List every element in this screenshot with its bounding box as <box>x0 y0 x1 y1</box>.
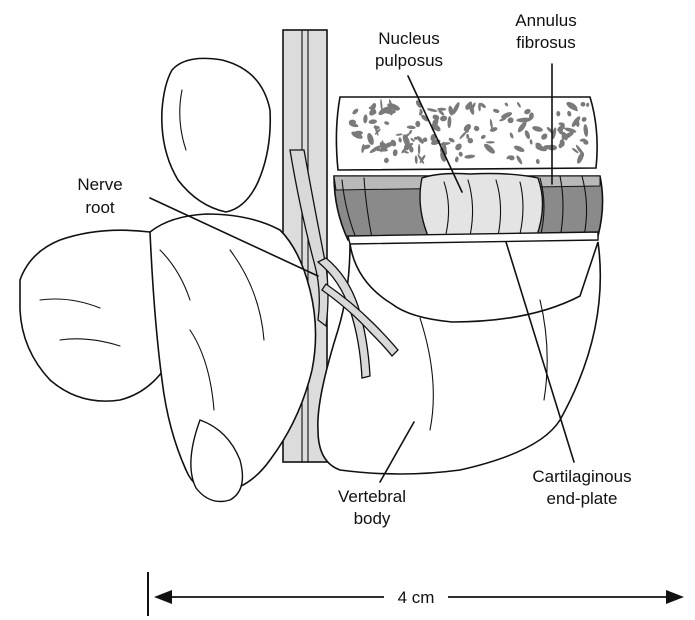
label-annulus-line1: Annulus <box>515 11 576 30</box>
scale-bar-arrow-left <box>154 590 172 604</box>
posterior-elements <box>20 58 316 501</box>
intervertebral-disc <box>334 174 603 245</box>
label-nerve-line2: root <box>85 198 115 217</box>
label-nerve-line1: Nerve <box>77 175 122 194</box>
label-annulus-line2: fibrosus <box>516 33 576 52</box>
scale-bar: 4 cm <box>148 572 684 616</box>
trabecular-speck <box>486 141 495 143</box>
scale-bar-label: 4 cm <box>398 588 435 607</box>
upper-vertebral-body <box>336 97 597 170</box>
label-vertebral-line1: Vertebral <box>338 487 406 506</box>
label-nucleus-line2: pulposus <box>375 51 443 70</box>
label-cartilage-line2: end-plate <box>547 489 618 508</box>
label-cartilage-line1: Cartilaginous <box>532 467 631 486</box>
scale-bar-arrow-right <box>666 590 684 604</box>
label-nucleus-line1: Nucleus <box>378 29 439 48</box>
label-vertebral-line2: body <box>354 509 391 528</box>
trabecular-speck <box>418 144 420 155</box>
